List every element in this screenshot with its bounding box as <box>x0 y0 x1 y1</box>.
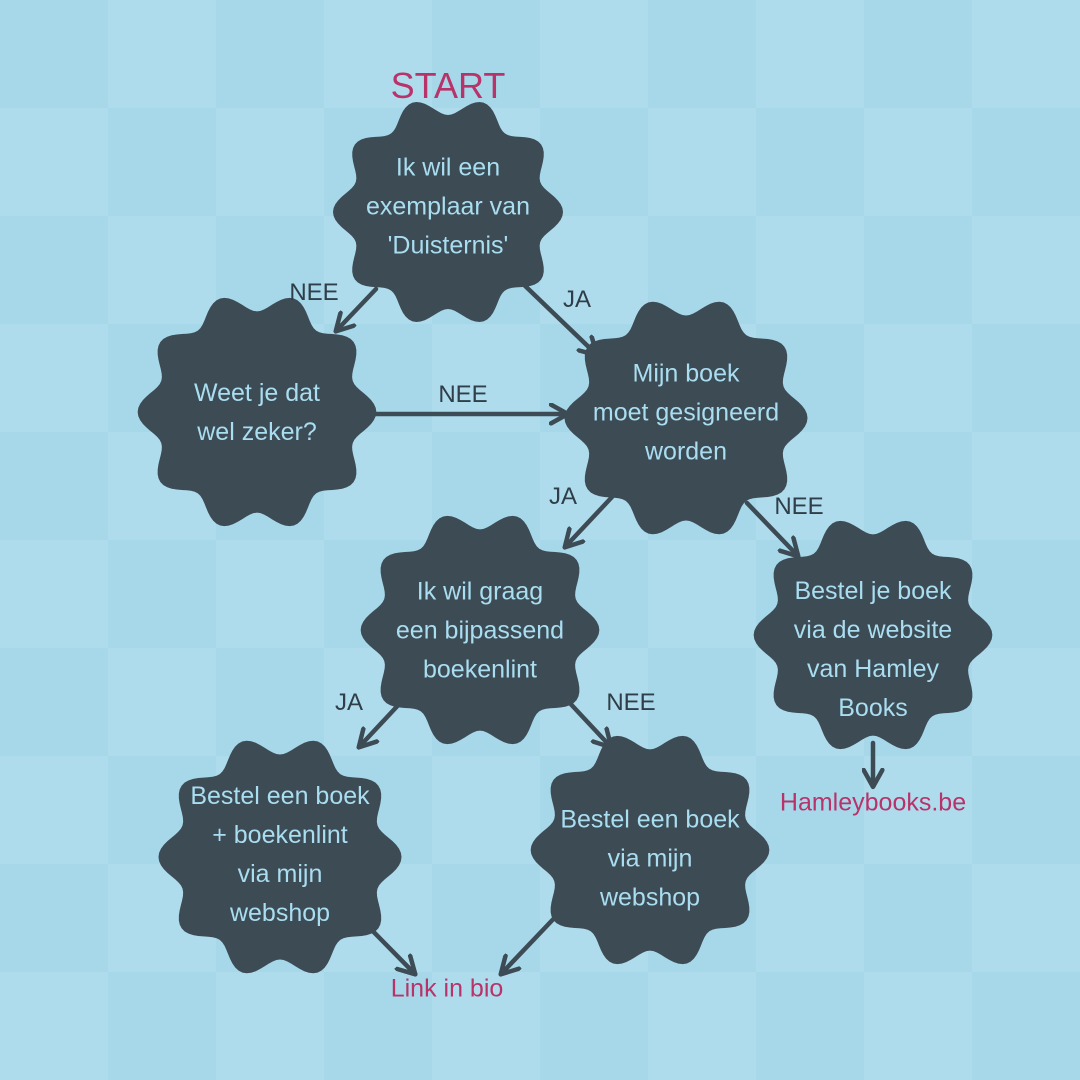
edge-label-q1-q2: NEE <box>289 279 339 306</box>
node-q1-shape <box>332 101 564 323</box>
arrow-q1-q3 <box>517 278 596 354</box>
node-q4-shape <box>360 515 600 745</box>
link-in-bio[interactable]: Link in bio <box>390 974 504 1003</box>
node-q4-text: Ik wil graag een bijpassend boekenlint <box>395 577 565 684</box>
edge-label-q1-q3: JA <box>562 286 592 313</box>
start-label: START <box>390 65 506 106</box>
hamleybooks-link[interactable]: Hamleybooks.be <box>779 788 967 817</box>
nodes-layer <box>137 101 993 974</box>
node-r2-shape <box>158 740 402 974</box>
arrow-q3-q4 <box>566 494 615 546</box>
node-r2-text: Bestel een boek + boekenlint via mijn we… <box>190 782 370 927</box>
edge-label-q3-r1: NEE <box>774 493 824 520</box>
node-q2-shape <box>137 297 377 527</box>
edge-label-q4-r3: NEE <box>606 689 656 716</box>
node-r3-shape <box>530 735 770 965</box>
node-q2-text: Weet je dat wel zeker? <box>193 379 320 446</box>
node-q3-text: Mijn boek moet gesigneerd worden <box>592 359 780 466</box>
arrow-r3-bio <box>502 908 564 973</box>
node-r1-text: Bestel je boek via de website van Hamley… <box>793 577 953 722</box>
node-q3-shape <box>564 301 808 535</box>
node-r3-text: Bestel een boek via mijn webshop <box>560 805 740 912</box>
arrow-q3-r1 <box>744 500 797 555</box>
edge-label-q3-q4: JA <box>548 483 578 510</box>
edge-label-q2-q3: NEE <box>438 381 488 408</box>
arrow-q4-r2 <box>360 697 406 746</box>
edge-label-q4-r2: JA <box>334 689 364 716</box>
arrow-q4-r3 <box>563 696 610 746</box>
node-q1-text: Ik wil een exemplaar van 'Duisternis' <box>366 153 530 260</box>
node-r1-shape <box>753 520 993 750</box>
edges-layer <box>337 278 873 973</box>
arrow-q1-q2 <box>337 286 379 330</box>
